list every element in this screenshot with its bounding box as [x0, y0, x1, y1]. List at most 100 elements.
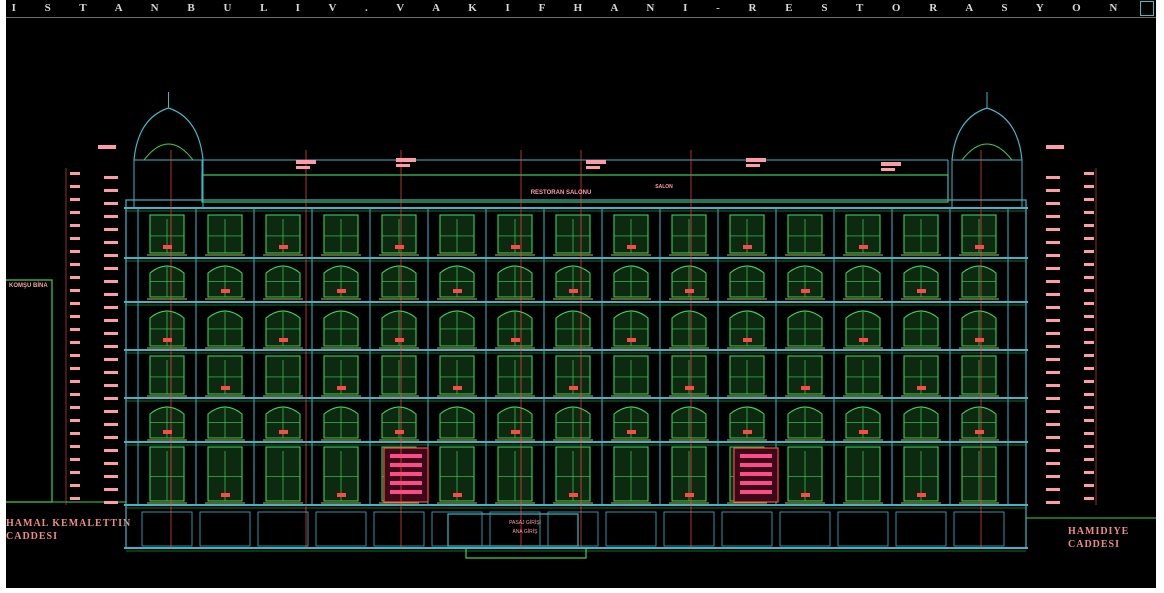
- street-left-label: HAMAL KEMALETTIN CADDESI: [6, 517, 131, 543]
- title-bar: I S T A N B U L I V . V A K I F H A N I …: [6, 0, 1156, 18]
- tower-tag-right: [1046, 145, 1064, 149]
- tag-mark: [627, 245, 636, 249]
- dim-tag-left: [104, 189, 118, 192]
- tag-mark: [975, 430, 984, 434]
- dim-tick-right: [1084, 185, 1094, 188]
- dim-tick-right: [1084, 289, 1094, 292]
- dim-tag-left: [104, 241, 118, 244]
- dim-tag-left: [104, 449, 118, 452]
- dim-tag-left: [104, 436, 118, 439]
- neighbour-building-outline: [6, 279, 53, 503]
- dim-tag-left: [104, 423, 118, 426]
- tag-mark: [917, 493, 926, 497]
- dim-tick-left: [70, 354, 80, 357]
- dim-tick-left: [70, 484, 80, 487]
- dim-tag-right: [1046, 462, 1060, 465]
- dim-tag-left: [104, 280, 118, 283]
- dim-tag-right: [1046, 410, 1060, 413]
- dim-tick-left: [70, 302, 80, 305]
- roof-tag: [746, 158, 766, 162]
- entrance-panel-bar: [740, 472, 772, 476]
- dim-tick-left: [70, 185, 80, 188]
- dim-tag-right: [1046, 475, 1060, 478]
- street-right-line1: HAMIDIYE: [1068, 526, 1130, 537]
- dim-tick-left: [70, 380, 80, 383]
- dim-tag-right: [1046, 306, 1060, 309]
- dim-tag-left: [104, 228, 118, 231]
- dim-tick-left: [70, 224, 80, 227]
- entrance-panel-bar: [390, 472, 422, 476]
- tag-mark: [801, 386, 810, 390]
- dim-tick-right: [1084, 250, 1094, 253]
- tag-mark: [221, 289, 230, 293]
- tag-mark: [685, 386, 694, 390]
- shop-front: [373, 511, 425, 547]
- tag-mark: [395, 245, 404, 249]
- shop-front: [663, 511, 715, 547]
- tag-mark: [337, 493, 346, 497]
- dim-tick-right: [1084, 354, 1094, 357]
- dim-tag-right: [1046, 319, 1060, 322]
- dim-tick-right: [1084, 380, 1094, 383]
- dim-tick-left: [70, 172, 80, 175]
- tag-mark: [801, 289, 810, 293]
- tag-mark: [975, 245, 984, 249]
- dim-tag-right: [1046, 345, 1060, 348]
- entrance-label-2: ANA GİRİŞ: [512, 528, 538, 535]
- tag-mark: [279, 245, 288, 249]
- dim-tick-right: [1084, 198, 1094, 201]
- dim-tag-right: [1046, 332, 1060, 335]
- tag-mark: [859, 338, 868, 342]
- roof-tag: [396, 158, 416, 162]
- dim-tick-right: [1084, 211, 1094, 214]
- tag-mark: [453, 289, 462, 293]
- roof-tag-sub: [746, 164, 760, 167]
- dim-tag-right: [1046, 358, 1060, 361]
- dim-tag-right: [1046, 215, 1060, 218]
- dim-tick-left: [70, 445, 80, 448]
- entrance-panel-bar: [740, 463, 772, 467]
- entrance-panel-bar: [740, 481, 772, 485]
- dim-tick-right: [1084, 497, 1094, 500]
- base-lines: [6, 92, 1156, 559]
- dim-tag-right: [1046, 267, 1060, 270]
- drawing-title: I S T A N B U L I V . V A K I F H A N I …: [11, 2, 1131, 14]
- dim-tick-right: [1084, 367, 1094, 370]
- tag-mark: [569, 289, 578, 293]
- dim-tick-left: [70, 315, 80, 318]
- dim-tick-left: [70, 432, 80, 435]
- roof-tag: [296, 160, 316, 164]
- dim-tick-right: [1084, 224, 1094, 227]
- dim-tag-left: [104, 371, 118, 374]
- dim-tag-left: [104, 410, 118, 413]
- dim-tag-left: [104, 319, 118, 322]
- dim-tick-left: [70, 328, 80, 331]
- dim-tag-right: [1046, 397, 1060, 400]
- dim-tag-right: [1046, 384, 1060, 387]
- tag-mark: [395, 338, 404, 342]
- corner-box-icon: [1140, 1, 1154, 16]
- dim-tag-right: [1046, 202, 1060, 205]
- tag-mark: [337, 386, 346, 390]
- entrance-panel-bar: [390, 463, 422, 467]
- dim-tag-right: [1046, 488, 1060, 491]
- dim-tag-right: [1046, 189, 1060, 192]
- window-grid: [137, 208, 1009, 547]
- tag-mark: [511, 430, 520, 434]
- dim-tick-right: [1084, 484, 1094, 487]
- tag-mark: [743, 430, 752, 434]
- dome-arch: [143, 143, 194, 161]
- dim-tick-right: [1084, 432, 1094, 435]
- dim-tick-left: [70, 250, 80, 253]
- dim-tag-right: [1046, 501, 1060, 504]
- roof-tag-sub: [396, 164, 410, 167]
- dim-tag-left: [104, 397, 118, 400]
- entrance-steps: [465, 548, 587, 559]
- annotations: [65, 145, 1097, 548]
- dim-tick-right: [1084, 471, 1094, 474]
- dim-tick-right: [1084, 328, 1094, 331]
- entrance-panel-bar: [740, 454, 772, 458]
- dim-tick-right: [1084, 341, 1094, 344]
- dim-tick-left: [70, 276, 80, 279]
- top-floor-label: RESTORAN SALONU: [531, 190, 592, 196]
